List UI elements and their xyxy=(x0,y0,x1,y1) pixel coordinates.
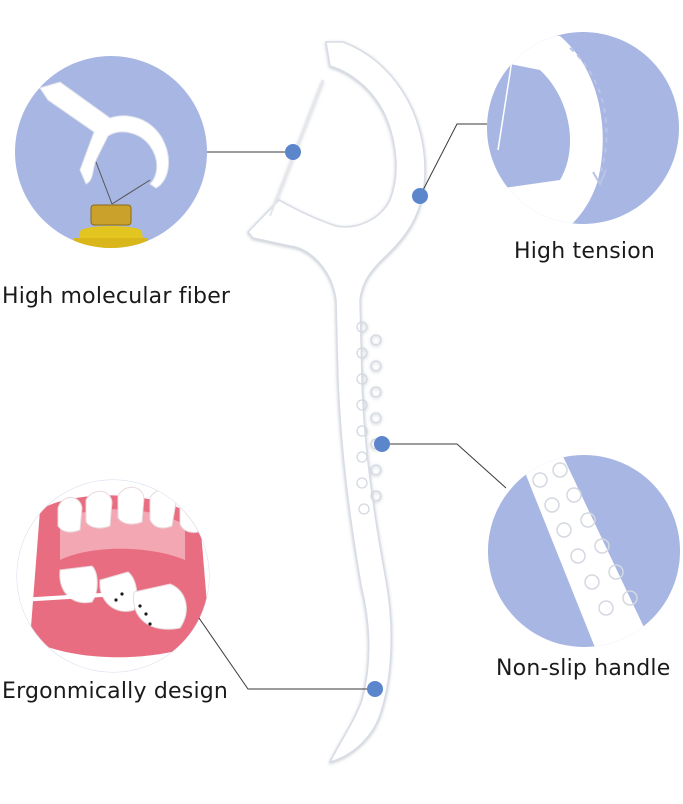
fiber-marker-dot xyxy=(285,144,301,160)
tension-arrow-icon xyxy=(569,47,608,177)
tension-detail-circle xyxy=(487,32,679,224)
handle-marker-dot xyxy=(374,436,390,452)
handle-label: Non-slip handle xyxy=(496,656,671,681)
pick-curve-closeup xyxy=(490,32,603,224)
marker-dots xyxy=(285,144,428,697)
fiber-label: High molecular fiber xyxy=(2,284,231,309)
oil-bottle-icon xyxy=(74,204,148,248)
tension-marker-dot xyxy=(412,188,428,204)
ergonomic-label: Ergonmically design xyxy=(2,679,229,704)
teeth-gum-illustration xyxy=(17,480,209,672)
handle-detail-circle xyxy=(488,455,680,647)
leader-lines xyxy=(198,123,507,690)
floss-pick-illustration xyxy=(246,41,426,764)
ergonomic-marker-dot xyxy=(367,681,383,697)
mini-floss-pick xyxy=(39,81,170,189)
grip-dots-icon xyxy=(356,321,382,515)
pick-body xyxy=(246,41,426,764)
ergonomic-detail-circle xyxy=(16,479,210,673)
tension-label: High tension xyxy=(514,239,656,264)
fiber-detail-circle xyxy=(15,56,207,248)
